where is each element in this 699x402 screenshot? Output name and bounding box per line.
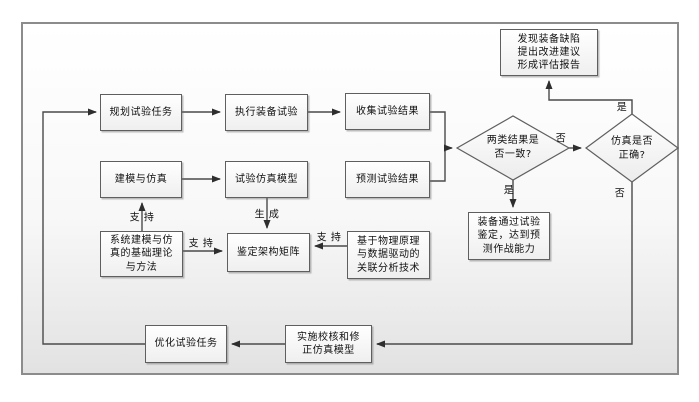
- node-label: 鉴定架构矩阵: [237, 246, 300, 258]
- node-label: 装备通过试验: [477, 217, 541, 229]
- node-ms-basic-theory: 系统建模与仿 真的基础理论 与方法: [100, 231, 183, 277]
- node-label: 规划试验任务: [109, 106, 173, 118]
- node-label: 提出改进建议: [517, 46, 581, 58]
- node-label: 试验仿真模型: [235, 173, 298, 185]
- node-predict-test-results: 预测试验结果: [345, 161, 430, 198]
- node-label: 系统建模与仿: [110, 235, 173, 247]
- edge-label-yes-to-pass: 是: [503, 185, 515, 197]
- node-label: 测作战能力: [482, 243, 536, 255]
- node-label: 优化试验任务: [154, 338, 218, 350]
- edge-label-support-to-matrix-left: 支 持: [188, 238, 214, 250]
- edge-label-support-to-matrix-right: 支 持: [316, 232, 342, 244]
- node-label: 鉴定，达到预: [477, 230, 541, 242]
- node-modeling-and-simulation: 建模与仿真: [100, 161, 182, 198]
- node-label: 收集试验结果: [356, 105, 419, 117]
- edge-label-no-to-sim-check: 否: [555, 133, 567, 145]
- node-execute-equipment-test: 执行装备试验: [225, 94, 308, 131]
- edge-label-yes-to-report: 是: [616, 102, 628, 114]
- node-label: 建模与仿真: [114, 173, 168, 185]
- node-label: 正仿真模型: [302, 345, 355, 356]
- decision-results-consistent: [455, 115, 571, 181]
- node-label: 发现装备缺陷: [517, 33, 581, 45]
- node-label: 预测试验结果: [356, 173, 419, 185]
- node-label: 真的基础理论: [110, 248, 173, 260]
- node-optimize-test-task: 优化试验任务: [145, 325, 227, 363]
- connector-feedback-to-plan: [42, 108, 145, 345]
- edge-label-support-up: 支 持: [129, 212, 155, 224]
- connector-results-merge: [430, 111, 446, 182]
- node-label: 关联分析技术: [357, 262, 420, 274]
- connector-no-to-correction: [376, 182, 633, 348]
- node-verify-and-correct-model: 实施校核和修 正仿真模型: [285, 325, 372, 363]
- edge-label-no-to-correction: 否: [614, 188, 626, 200]
- node-correlation-analysis: 基于物理原理 与数据驱动的 关联分析技术: [347, 231, 430, 279]
- diagram-frame: [21, 22, 679, 375]
- node-label: 基于物理原理: [357, 236, 420, 248]
- node-defect-report: 发现装备缺陷 提出改进建议 形成评估报告: [500, 29, 598, 76]
- node-label: 实施校核和修: [297, 331, 360, 343]
- node-collect-test-results: 收集试验结果: [345, 93, 430, 130]
- node-label: 执行装备试验: [235, 106, 298, 118]
- node-appraisal-architecture-matrix: 鉴定架构矩阵: [227, 233, 310, 272]
- connector-yes-to-report: [545, 80, 633, 114]
- edge-label-generate-down: 生 成: [254, 209, 280, 221]
- node-pass-appraisal: 装备通过试验 鉴定，达到预 测作战能力: [468, 212, 550, 260]
- decision-simulation-correct: [584, 113, 680, 183]
- node-label: 与方法: [125, 261, 158, 273]
- node-plan-test-task: 规划试验任务: [100, 94, 182, 131]
- node-label: 形成评估报告: [517, 60, 581, 72]
- node-label: 与数据驱动的: [357, 249, 420, 261]
- node-test-simulation-model: 试验仿真模型: [225, 161, 308, 198]
